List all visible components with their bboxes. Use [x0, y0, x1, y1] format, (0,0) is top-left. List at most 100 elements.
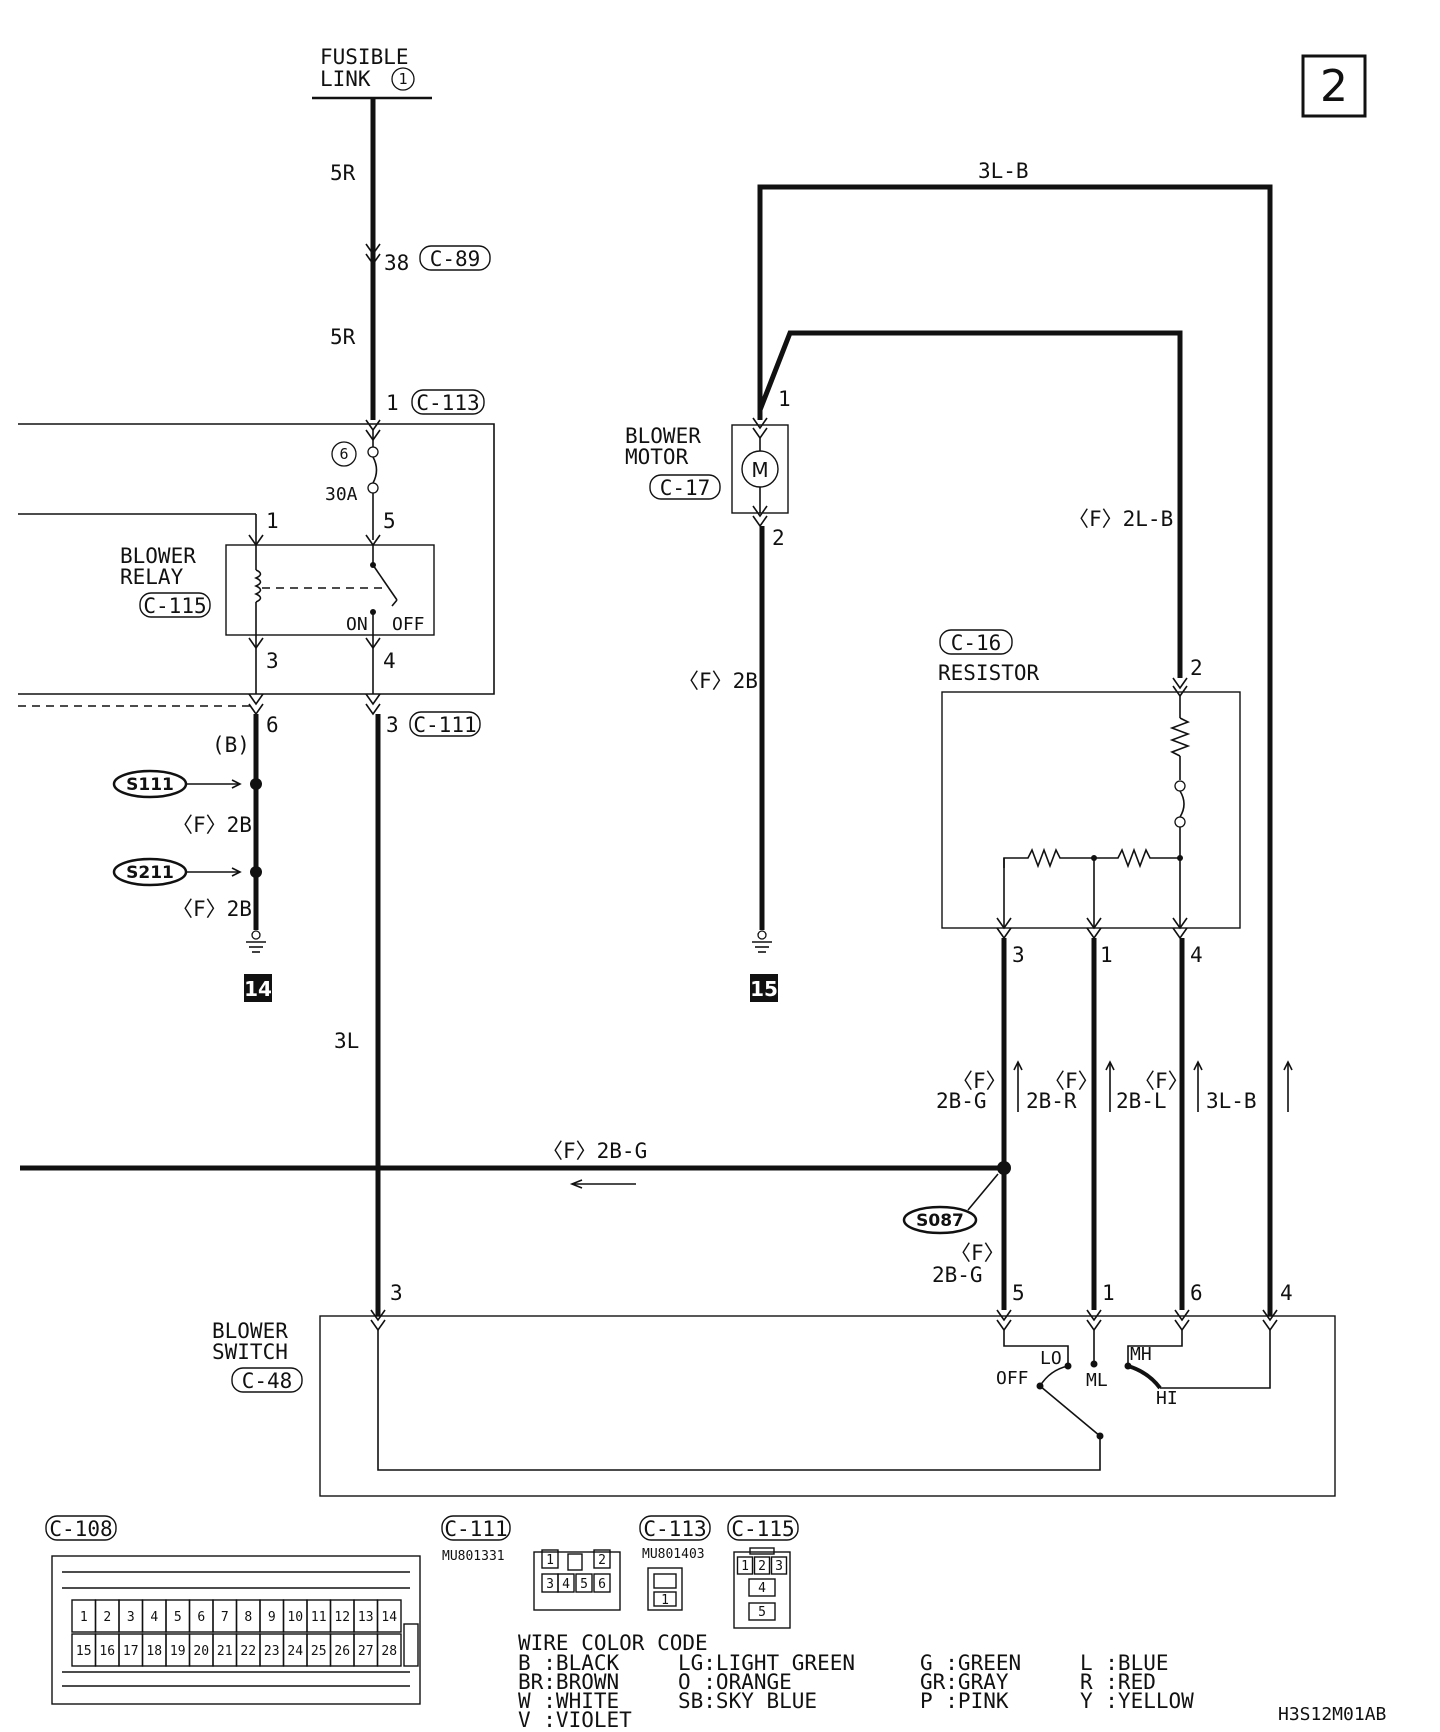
wire-color-entry: V :VIOLET: [518, 1708, 632, 1732]
relay-label-1: BLOWER: [120, 544, 196, 568]
wire-color-title: WIRE COLOR CODE: [518, 1631, 708, 1655]
c108-pin-number: 27: [358, 1644, 374, 1659]
c108-pin-number: 9: [268, 1610, 276, 1625]
c115-pin-cell: [770, 1556, 788, 1575]
motor-pin-2: 2: [772, 526, 785, 550]
switch-pin-4: 4: [1280, 1281, 1293, 1305]
c115-pin-cell: [753, 1556, 771, 1575]
c108-pin-number: 14: [381, 1610, 397, 1625]
switch-pin-1: 1: [1102, 1281, 1115, 1305]
c108-pin-number: 10: [287, 1610, 303, 1625]
fusible-link-number: 1: [398, 70, 407, 88]
splice-s111-label: S111: [126, 775, 174, 795]
c111-pin-number: 3: [546, 1577, 554, 1592]
ground-14-label: 14: [244, 977, 272, 1001]
c17-label: C-17: [660, 476, 711, 500]
c108-label: C-108: [49, 1517, 112, 1541]
c108-pin-number: 13: [358, 1610, 374, 1625]
wire-label-f-2: 〈F〉: [1044, 1069, 1099, 1093]
c111-pin-number: 2: [598, 1553, 606, 1568]
c108-pin-number: 21: [217, 1644, 233, 1659]
motor-pin-1: 1: [778, 387, 791, 411]
wire-3lb: [757, 184, 1273, 1290]
resistor-pin-1: 1: [1100, 943, 1113, 967]
wire-label-f2b-s111: 〈F〉2B: [172, 813, 252, 837]
splice-s087: S087: [902, 1173, 999, 1235]
fusible-link-label-1: FUSIBLE: [320, 45, 409, 69]
c16-label: C-16: [951, 631, 1002, 655]
wire-label-5r-a: 5R: [330, 161, 356, 185]
c115-pin-number: 4: [758, 1581, 766, 1596]
motor-label-2: MOTOR: [625, 445, 689, 469]
c111-pin-cell: [575, 1573, 593, 1593]
c115-pin-cell: [748, 1602, 776, 1621]
switch-pos-off: OFF: [996, 1368, 1029, 1389]
splice-s111: S111: [112, 769, 242, 799]
switch-pos-hi: HI: [1156, 1388, 1178, 1409]
c115-pin-cell: [748, 1578, 776, 1597]
relay-pin-5: 5: [383, 509, 396, 533]
c113-part: MU801403: [642, 1547, 705, 1562]
c115-view-label: C-115: [731, 1517, 794, 1541]
c108-pin-number: 12: [334, 1610, 350, 1625]
c111-pin-number: 6: [598, 1577, 606, 1592]
c108-pin-number: 11: [311, 1610, 327, 1625]
wire-label-3lb-top: 3L-B: [978, 159, 1029, 183]
switch-pos-ml: ML: [1086, 1370, 1108, 1391]
c113-view-pin-1: 1: [661, 1593, 669, 1608]
wire-color-entry: LG:LIGHT GREEN: [678, 1651, 855, 1675]
c113-label: C-113: [416, 391, 479, 415]
fuse-rating: 30A: [325, 484, 358, 505]
c108-pin-number: 22: [240, 1644, 256, 1659]
c108-pin-number: 28: [381, 1644, 397, 1659]
wire-color-entry: GR:GRAY: [920, 1670, 1009, 1694]
c48-label: C-48: [242, 1369, 293, 1393]
resistor: C-16 RESISTOR 2 3 1 4: [938, 629, 1241, 967]
switch-pin-5: 5: [1012, 1281, 1025, 1305]
fusible-link-label-2: LINK: [320, 67, 371, 91]
c108-pin-number: 15: [76, 1644, 92, 1659]
switch-pos-lo: LO: [1040, 1348, 1062, 1369]
wire-color-entry: O :ORANGE: [678, 1670, 792, 1694]
c108-pin-number: 25: [311, 1644, 327, 1659]
c115-pin-cell: [736, 1556, 754, 1575]
wire-label-2lb: 〈F〉2L-B: [1068, 507, 1173, 531]
wire-color-entry: P :PINK: [920, 1689, 1009, 1713]
drawing-code: H3S12M01AB: [1278, 1704, 1386, 1725]
blower-motor: 1 BLOWER MOTOR C-17 M 2: [625, 387, 791, 550]
wire-label-5r-b: 5R: [330, 325, 356, 349]
wire-color-entry: G :GREEN: [920, 1651, 1021, 1675]
switch-pos-mh: MH: [1130, 1344, 1152, 1365]
relay-pin-1: 1: [266, 509, 279, 533]
c111-pin-number: 5: [580, 1577, 588, 1592]
relay-pin-3: 3: [266, 649, 279, 673]
ground-15: 15: [750, 930, 778, 1002]
c111-key: [567, 1553, 583, 1571]
blower-switch: BLOWER SWITCH C-48 3 5 1 6 4 LO: [212, 1281, 1336, 1497]
resistor-pin-4: 4: [1190, 943, 1203, 967]
wire-label-3l: 3L: [334, 1029, 359, 1053]
wire-label-2bg: 2B-G: [936, 1089, 987, 1113]
c111-pin-cell: [557, 1573, 575, 1593]
c111-pin-number: 4: [562, 1577, 570, 1592]
relay-on: ON: [346, 614, 368, 635]
wire-label-2b-motor: 〈F〉2B: [678, 669, 758, 693]
page-number: 2: [1320, 61, 1348, 112]
wire-color-entry: B :BLACK: [518, 1651, 620, 1675]
c108-pin-number: 24: [287, 1644, 303, 1659]
fusible-link: FUSIBLE LINK 1: [312, 45, 432, 100]
wire-color-entry: R :RED: [1080, 1670, 1156, 1694]
c113-view-label: C-113: [643, 1517, 706, 1541]
c111-part: MU801331: [442, 1549, 505, 1564]
c108-pin-number: 1: [80, 1610, 88, 1625]
c115-pin-number: 2: [758, 1559, 766, 1574]
c108-pin-number: 2: [103, 1610, 111, 1625]
c111-view-label: C-111: [444, 1517, 507, 1541]
c108-cell: [376, 1599, 402, 1633]
c115-label: C-115: [143, 594, 206, 618]
wire-label-3lb-right: 3L-B: [1206, 1089, 1257, 1113]
